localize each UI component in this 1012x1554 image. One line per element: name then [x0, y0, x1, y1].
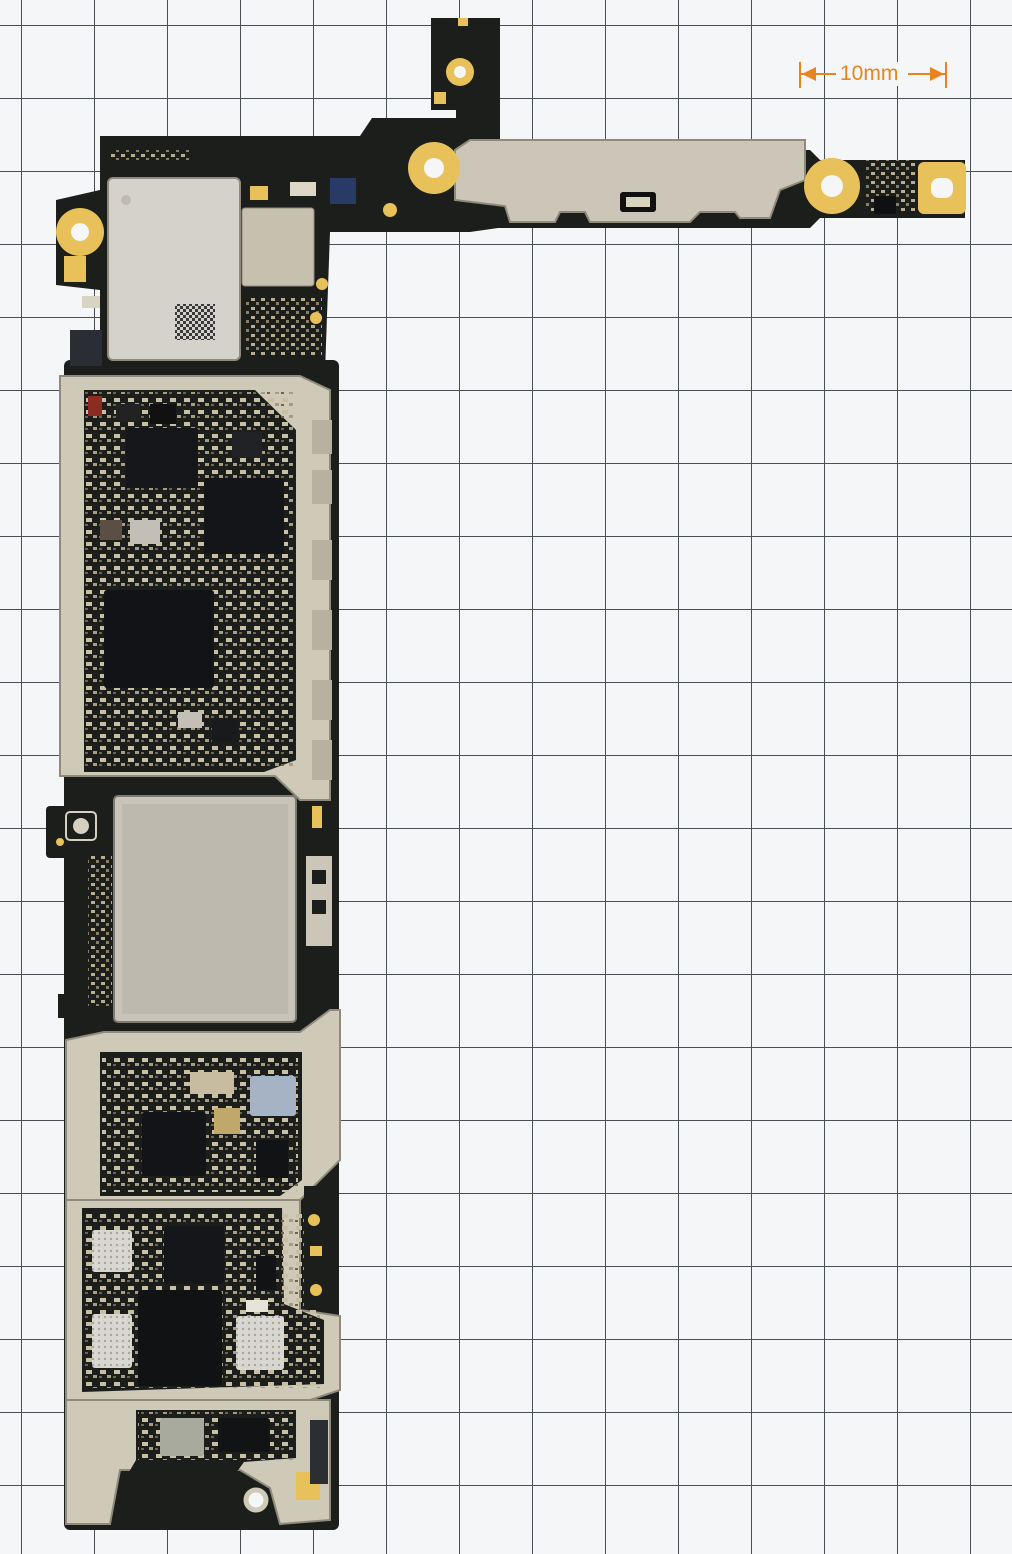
scale-bar	[799, 62, 947, 88]
lower-shield-upper	[65, 1009, 341, 1201]
antenna-strip-chips	[383, 160, 915, 217]
lower-shield-middle	[65, 1186, 341, 1401]
scale-bar-label: 10mm	[840, 62, 899, 85]
top-components	[70, 150, 356, 366]
antenna-bracket	[454, 139, 806, 223]
storage-shield	[56, 795, 332, 1023]
processor-shield	[59, 375, 332, 801]
scale-arrow-right	[930, 67, 944, 81]
bottom-shield	[65, 1399, 331, 1526]
scale-arrow-left	[802, 67, 816, 81]
